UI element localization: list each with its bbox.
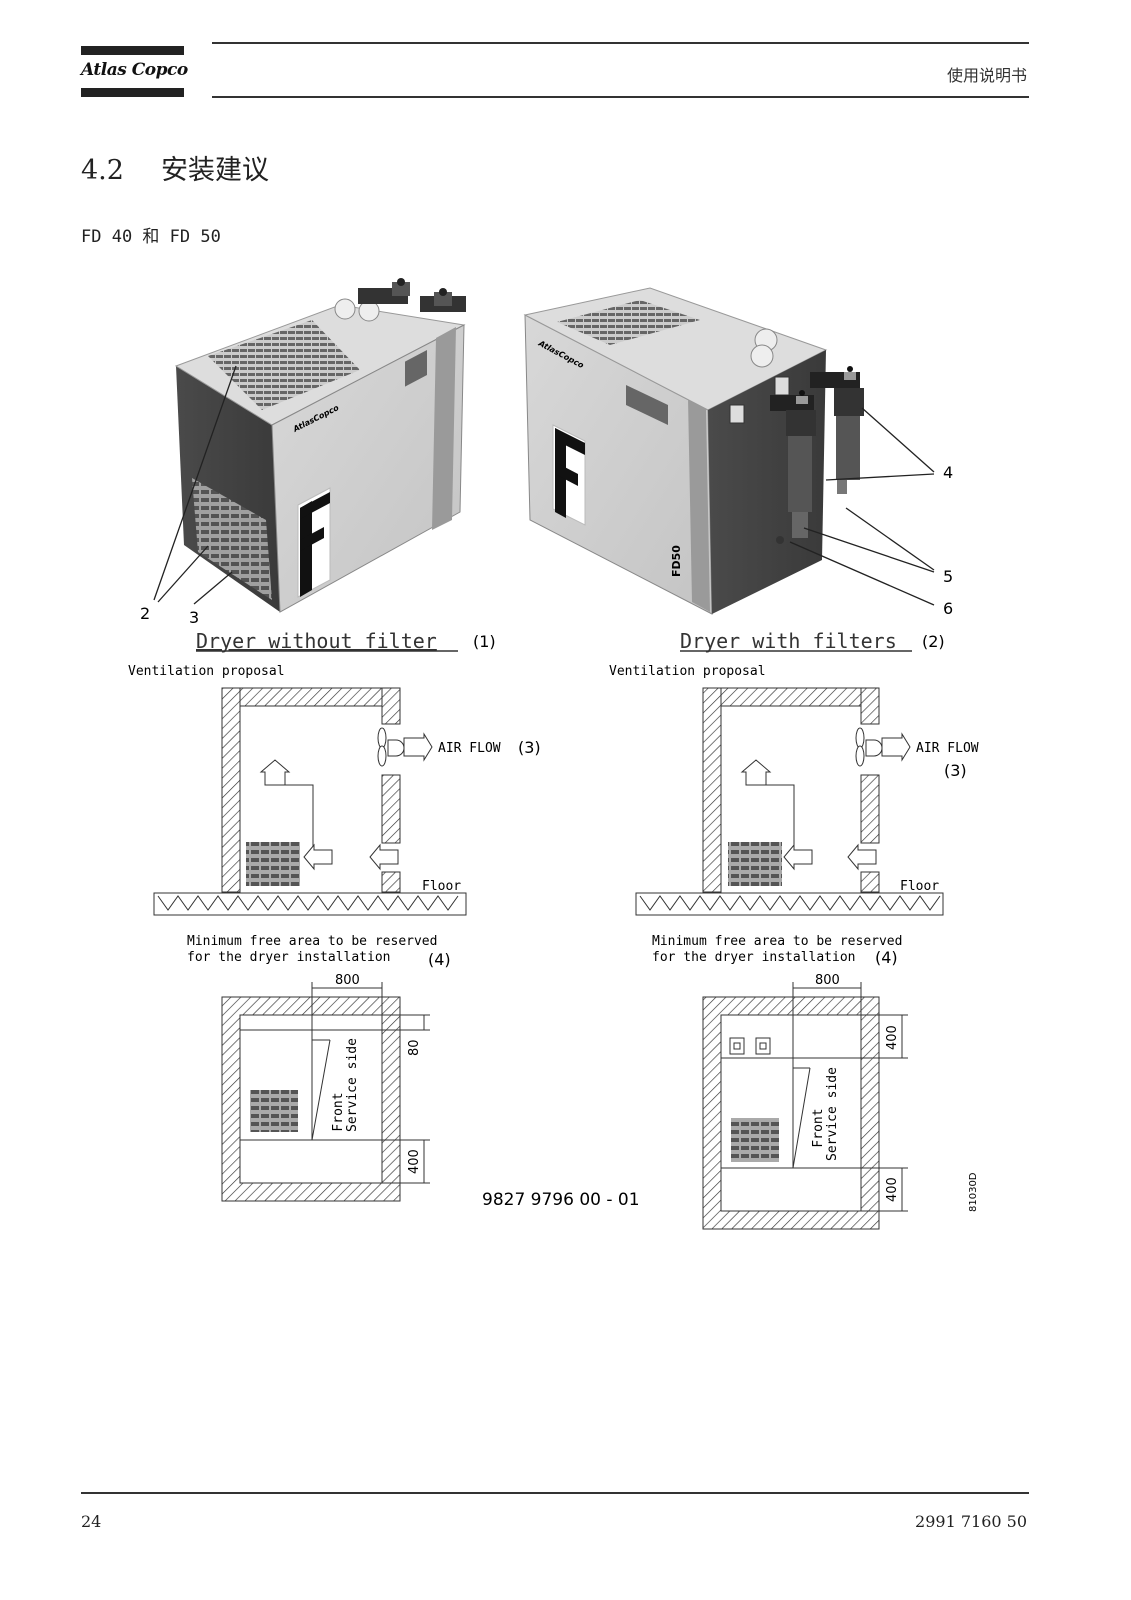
dim-400-top-right: 400 (885, 1025, 900, 1050)
plan-diagram-left: 800 80 400 Front Service side (221, 973, 430, 1202)
callout-3: 3 (189, 608, 199, 627)
atlas-copco-logo: Atlas Copco (81, 60, 188, 80)
dim-800-right: 800 (815, 973, 840, 988)
ventilation-diagram-right: AIR FLOW (3) Floor (635, 687, 979, 916)
dim-400-bottom-right: 400 (885, 1177, 900, 1202)
page-number: 24 (81, 1512, 102, 1531)
logo-bar-top (81, 46, 184, 55)
front-label-left: Front (331, 1092, 346, 1131)
min-area-label-left-1: Minimum free area to be reserved (187, 934, 437, 949)
side-vent-grille (192, 478, 272, 600)
ventilation-diagram-left: AIR FLOW (3) Floor (153, 687, 541, 916)
ventilation-label-left: Ventilation proposal (128, 664, 285, 679)
caption-dryer-with-filters: Dryer with filters (680, 629, 897, 653)
min-area-label-right-1: Minimum free area to be reserved (652, 934, 902, 949)
airflow-ref-left: (3) (518, 738, 541, 757)
callout-5: 5 (943, 567, 953, 586)
header-rule-top (212, 42, 1029, 44)
min-area-ref-right: (4) (875, 948, 898, 967)
service-side-label-right: Service side (825, 1067, 840, 1161)
dryer-with-filters-illustration: AtlasCopco FD50 (523, 287, 953, 618)
front-side-strip (432, 327, 456, 530)
ventilation-label-right: Ventilation proposal (609, 664, 766, 679)
min-area-label-right-2: for the dryer installation (652, 950, 856, 965)
header-rule-bottom (212, 96, 1029, 98)
top-grille (208, 320, 360, 410)
section-number: 4.2 (81, 155, 124, 186)
control-panel (405, 349, 427, 387)
dryer-without-filter-illustration: AtlasCopco 2 3 (140, 278, 466, 627)
filter-units (770, 366, 864, 544)
callout-2: 2 (140, 604, 150, 623)
model-label: FD50 (670, 545, 683, 577)
caption-dryer-without-filter: Dryer without filter (196, 629, 437, 653)
min-area-label-left-2: for the dryer installation (187, 950, 391, 965)
document-number: 2991 7160 50 (915, 1512, 1027, 1531)
airflow-label-right: AIR FLOW (916, 741, 979, 756)
caption-ref-2: (2) (922, 632, 945, 651)
floor-label-right: Floor (900, 879, 939, 894)
document-type: 使用说明书 (946, 66, 1027, 85)
model-subtitle: FD 40 和 FD 50 (81, 227, 221, 247)
callout-6: 6 (943, 599, 953, 618)
dim-800-left: 800 (335, 973, 360, 988)
caption-ref-1: (1) (473, 632, 496, 651)
section-heading: 4.2 安装建议 (81, 148, 269, 187)
part-number: 9827 9796 00 - 01 (482, 1190, 640, 1210)
dim-80-left: 80 (407, 1039, 422, 1056)
figure-code: 81030D (968, 1172, 979, 1212)
front-label-right: Front (811, 1108, 826, 1147)
floor-label-left: Floor (422, 879, 461, 894)
section-title: 安装建议 (161, 155, 269, 186)
logo-bar-bottom (81, 88, 184, 97)
callout-4: 4 (943, 463, 953, 482)
dim-400-left: 400 (407, 1149, 422, 1174)
min-area-ref-left: (4) (428, 950, 451, 969)
airflow-label-left: AIR FLOW (438, 741, 501, 756)
airflow-ref-right: (3) (944, 761, 967, 780)
footer-rule (81, 1492, 1029, 1494)
plan-diagram-right: 800 400 400 Front Service side (702, 973, 908, 1230)
service-side-label-left: Service side (345, 1038, 360, 1132)
